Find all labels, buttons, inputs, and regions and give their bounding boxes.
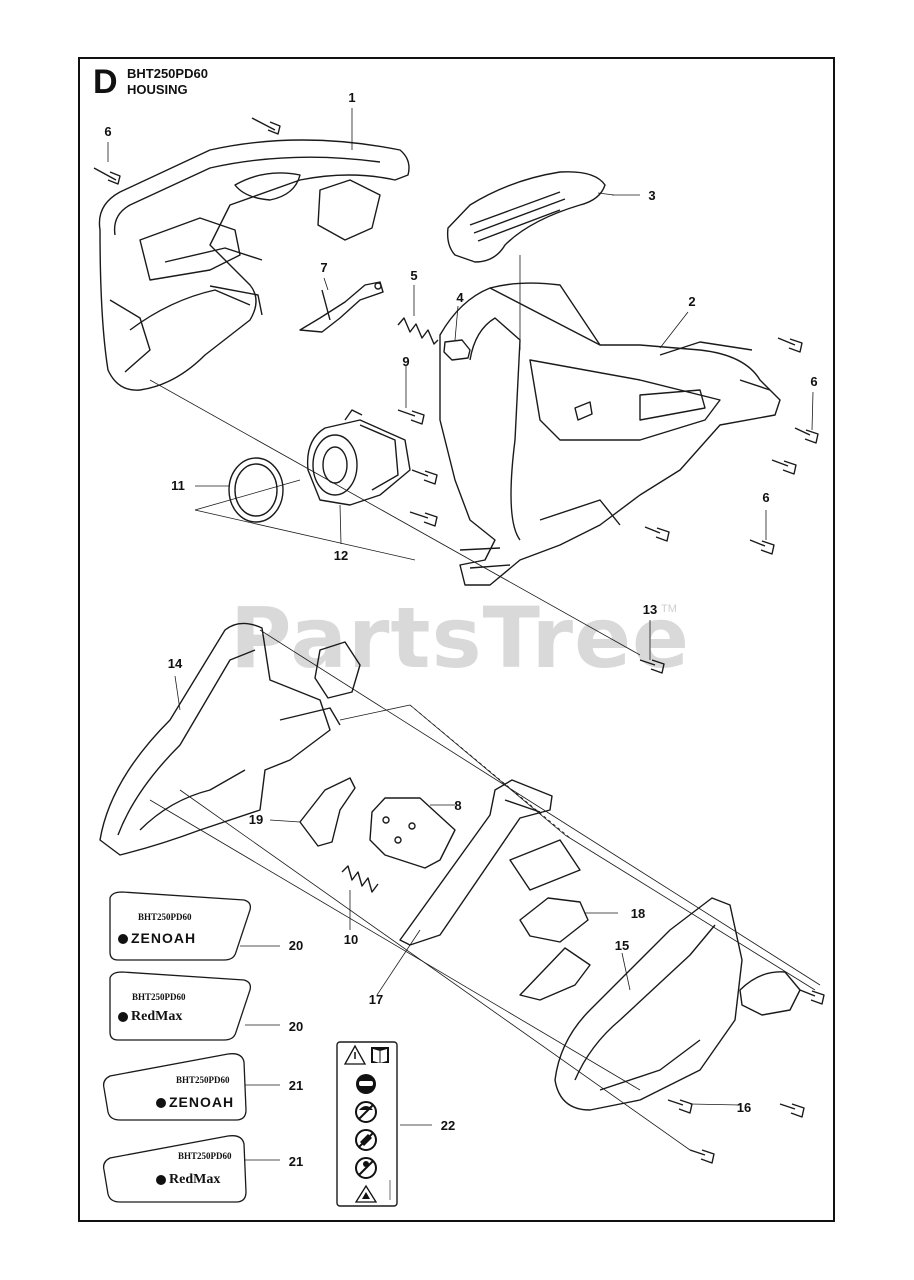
brand-logo-icon xyxy=(118,1011,128,1022)
part-left-housing xyxy=(98,139,410,391)
callout-4: 4 xyxy=(456,290,464,305)
part-spring-nut xyxy=(397,317,471,361)
callout-21: 21 xyxy=(288,1078,304,1093)
part-handle-left xyxy=(99,622,361,856)
decal-model-text: BHT250PD60 xyxy=(132,992,186,1002)
decal-model-text: BHT250PD60 xyxy=(138,912,192,922)
callout-15: 15 xyxy=(614,938,630,953)
no-bystanders-icon xyxy=(355,1157,377,1179)
warning-triangle-icon xyxy=(343,1044,367,1065)
part-trigger xyxy=(299,777,356,847)
part-spring-10 xyxy=(341,865,379,893)
no-touch-blade-icon xyxy=(355,1129,377,1151)
warning-label xyxy=(336,1041,398,1207)
watermark-tm: TM xyxy=(661,603,677,615)
brand-logo-icon xyxy=(118,934,128,945)
callout-11: 11 xyxy=(171,478,185,493)
part-o-ring xyxy=(228,457,284,523)
callout-16: 16 xyxy=(736,1100,752,1115)
diagram-frame xyxy=(78,57,835,1222)
callout-13: 13 xyxy=(642,602,658,617)
callout-2: 2 xyxy=(688,294,696,309)
part-pcb-cover xyxy=(509,839,591,1001)
section-name: HOUSING xyxy=(127,82,188,97)
callout-18: 18 xyxy=(630,906,646,921)
callout-17: 17 xyxy=(368,992,384,1007)
decal-model-text: BHT250PD60 xyxy=(178,1151,232,1161)
callout-12: 12 xyxy=(333,548,349,563)
manual-book-icon xyxy=(371,1047,389,1063)
decal-shape xyxy=(109,891,252,961)
watermark-text: PartsTree xyxy=(230,589,691,687)
decal-brand-text: ZENOAH xyxy=(156,1094,234,1110)
decal-shape xyxy=(109,971,252,1041)
part-motor-mount xyxy=(306,409,411,506)
part-lever xyxy=(399,779,553,946)
callout-6: 6 xyxy=(104,124,112,139)
part-handle-right xyxy=(554,897,801,1111)
callout-6: 6 xyxy=(810,374,818,389)
callout-9: 9 xyxy=(402,354,410,369)
callout-22: 22 xyxy=(440,1118,456,1133)
part-bracket xyxy=(299,281,384,333)
callout-14: 14 xyxy=(167,656,183,671)
callout-21: 21 xyxy=(288,1154,304,1169)
callout-3: 3 xyxy=(648,188,656,203)
part-screws xyxy=(93,117,825,1164)
no-rain-icon xyxy=(355,1101,377,1123)
callout-7: 7 xyxy=(320,260,328,275)
model-code: BHT250PD60 xyxy=(127,66,208,81)
section-letter: D xyxy=(93,63,118,101)
callout-10: 10 xyxy=(343,932,359,947)
part-switch xyxy=(369,797,456,869)
decal-brand-text: RedMax xyxy=(118,1009,182,1025)
decal-brand-text: ZENOAH xyxy=(118,930,196,946)
decal-model-text: BHT250PD60 xyxy=(176,1075,230,1085)
callout-1: 1 xyxy=(348,90,356,105)
callout-8: 8 xyxy=(454,798,462,813)
part-top-cover xyxy=(446,171,606,263)
brand-logo-icon xyxy=(156,1098,166,1109)
callout-19: 19 xyxy=(248,812,264,827)
leader-lines xyxy=(107,108,821,1161)
decal-brand-text: RedMax xyxy=(156,1172,220,1188)
eye-protection-icon xyxy=(356,1074,376,1094)
decal-shape xyxy=(102,1135,247,1203)
brand-logo-icon xyxy=(156,1174,166,1185)
callout-5: 5 xyxy=(410,268,418,283)
decal-shape xyxy=(102,1053,247,1121)
callout-20: 20 xyxy=(288,1019,304,1034)
callout-20: 20 xyxy=(288,938,304,953)
part-main-housing xyxy=(439,282,781,586)
callout-6: 6 xyxy=(762,490,770,505)
hazard-triangle-icon xyxy=(354,1184,378,1203)
